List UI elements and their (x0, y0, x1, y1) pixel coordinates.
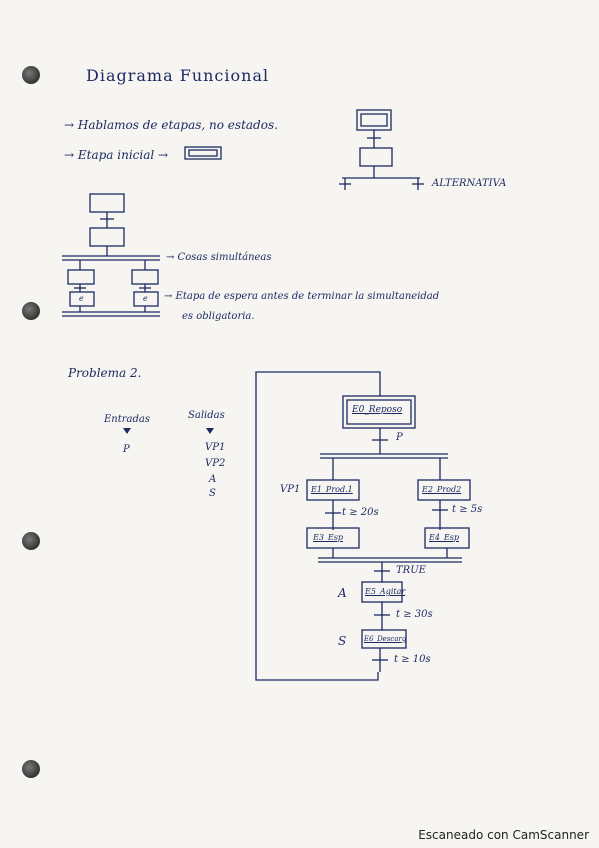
page-title: Diagrama Funcional (86, 66, 270, 85)
entradas-arrow (123, 428, 131, 434)
wait-step-label-left: e (79, 294, 84, 303)
transition-t30-label: t ≥ 30s (396, 609, 433, 620)
step-e5-label: E5_Agitar (365, 587, 406, 596)
transition-true-label: TRUE (396, 565, 426, 576)
entrada-item: P (123, 444, 130, 455)
salidas-header: Salidas (188, 410, 225, 421)
simultaneous-sketch (62, 193, 160, 317)
note-simultaneas: → Cosas simultáneas (166, 252, 272, 263)
transition-t5-label: t ≥ 5s (452, 504, 483, 515)
grafcet-lines (255, 371, 471, 681)
note-espera-line2: es obligatoria. (182, 311, 255, 322)
step-e1-label: E1_Prod.1 (311, 485, 353, 494)
binder-hole-2 (22, 302, 40, 320)
transition-p-label: P (396, 432, 403, 443)
note-alternativa: ALTERNATIVA (432, 178, 507, 189)
initial-step-symbol (184, 146, 222, 160)
step-e2-label: E2_Prod2 (422, 485, 462, 494)
problem-title: Problema 2. (68, 366, 142, 380)
binder-hole-4 (22, 760, 40, 778)
action-vp1-label: VP1 (280, 484, 301, 495)
step-e3-label: E3_Esp (313, 533, 343, 542)
transition-t10-label: t ≥ 10s (394, 654, 431, 665)
salidas-arrow (206, 428, 214, 434)
scanner-watermark: Escaneado con CamScanner (418, 828, 589, 842)
wait-step-label-right: e (143, 294, 148, 303)
step-e6-label: E6_Descarg (364, 635, 407, 643)
step-e4-label: E4_Esp (429, 533, 459, 542)
action-a-label: A (338, 586, 347, 600)
step-e0-label: E0_Reposo (352, 405, 403, 415)
entradas-header: Entradas (104, 414, 150, 425)
transition-t20-label: t ≥ 20s (342, 507, 379, 518)
note-espera-line1: → Etapa de espera antes de terminar la s… (164, 291, 440, 302)
salida-item: A (209, 474, 217, 485)
note-etapas: → Hablamos de etapas, no estados. (64, 118, 278, 132)
action-s-label: S (338, 634, 347, 648)
salida-item: VP1 (205, 442, 226, 453)
salida-item: S (209, 488, 216, 499)
salida-item: VP2 (205, 458, 226, 469)
alternative-sketch (339, 109, 424, 190)
note-etapa-inicial: → Etapa inicial → (64, 148, 169, 162)
binder-hole-1 (22, 66, 40, 84)
binder-hole-3 (22, 532, 40, 550)
